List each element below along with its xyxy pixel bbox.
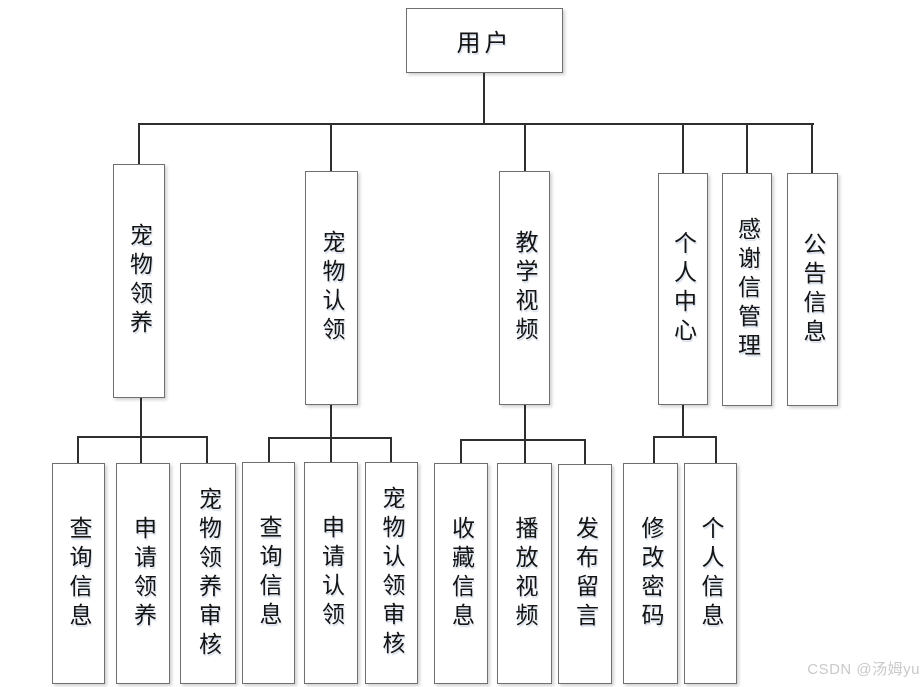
connector-drop-announcement (811, 123, 813, 174)
connector-g4-child1-drop (653, 436, 655, 463)
node-query-info-adoption-label: 查询信息 (66, 515, 92, 632)
connector-g3-child1-drop (460, 439, 462, 463)
connector-g2-horizontal (268, 437, 392, 439)
connector-g4-horizontal (653, 436, 717, 438)
node-personal-info: 个人信息 (684, 463, 737, 684)
node-personal-center: 个人中心 (658, 173, 708, 405)
connector-g3-child3-drop (584, 439, 586, 464)
node-adoption-review: 宠物领养审核 (180, 463, 236, 684)
watermark-text: CSDN @汤姆yu (807, 661, 920, 678)
node-apply-adoption: 申请领养 (116, 463, 170, 684)
connector-drop-pet-adoption (138, 123, 140, 165)
connector-g4-parent-drop (682, 403, 684, 438)
connector-g1-parent-drop (140, 397, 142, 463)
node-change-password: 修改密码 (623, 463, 678, 684)
connector-drop-personal-center (682, 123, 684, 174)
node-claim-review-label: 宠物认领审核 (379, 486, 405, 660)
node-claim-review: 宠物认领审核 (365, 462, 418, 684)
node-favorite-info: 收藏信息 (434, 463, 488, 684)
connector-main-horizontal (138, 123, 814, 125)
node-thanks-letter-mgmt: 感谢信管理 (722, 173, 772, 406)
connector-g1-child3-drop (206, 436, 208, 463)
connector-g2-child1-drop (268, 437, 270, 462)
node-user-label: 用户 (456, 30, 513, 57)
node-query-info-claim-label: 查询信息 (256, 515, 282, 631)
connector-drop-teaching-video (524, 123, 526, 172)
node-apply-adoption-label: 申请领养 (130, 515, 157, 632)
connector-drop-thanks-letter (746, 123, 748, 174)
node-personal-center-label: 个人中心 (670, 231, 697, 347)
connector-g4-child2-drop (715, 436, 717, 463)
node-post-comment: 发布留言 (558, 464, 612, 684)
node-thanks-letter-mgmt-label: 感谢信管理 (734, 217, 761, 362)
node-teaching-video-label: 教学视频 (512, 230, 538, 346)
node-adoption-review-label: 宠物领养审核 (195, 486, 222, 661)
node-play-video: 播放视频 (497, 463, 552, 684)
connector-g1-child1-drop (77, 436, 79, 463)
node-announcement-info: 公告信息 (787, 173, 838, 406)
node-play-video-label: 播放视频 (512, 515, 538, 632)
node-pet-claim: 宠物认领 (305, 171, 358, 405)
node-teaching-video: 教学视频 (499, 171, 550, 405)
node-pet-adoption: 宠物领养 (113, 164, 165, 398)
connector-g2-parent-drop (330, 404, 332, 462)
node-favorite-info-label: 收藏信息 (448, 515, 475, 632)
connector-drop-pet-claim (330, 123, 332, 172)
node-user: 用户 (406, 8, 563, 73)
node-pet-claim-label: 宠物认领 (319, 230, 345, 346)
node-personal-info-label: 个人信息 (698, 515, 724, 632)
node-change-password-label: 修改密码 (638, 515, 664, 632)
node-query-info-adoption: 查询信息 (52, 463, 105, 684)
connector-g1-horizontal (77, 436, 208, 438)
node-apply-claim-label: 申请认领 (318, 515, 345, 631)
node-post-comment-label: 发布留言 (572, 516, 599, 632)
node-pet-adoption-label: 宠物领养 (126, 223, 153, 339)
node-announcement-info-label: 公告信息 (800, 231, 826, 348)
node-apply-claim: 申请认领 (304, 462, 358, 684)
connector-g3-parent-drop (524, 404, 526, 463)
connector-root-drop (483, 73, 485, 124)
node-query-info-claim: 查询信息 (242, 462, 295, 684)
connector-g3-horizontal (460, 439, 586, 441)
connector-g2-child3-drop (390, 437, 392, 462)
